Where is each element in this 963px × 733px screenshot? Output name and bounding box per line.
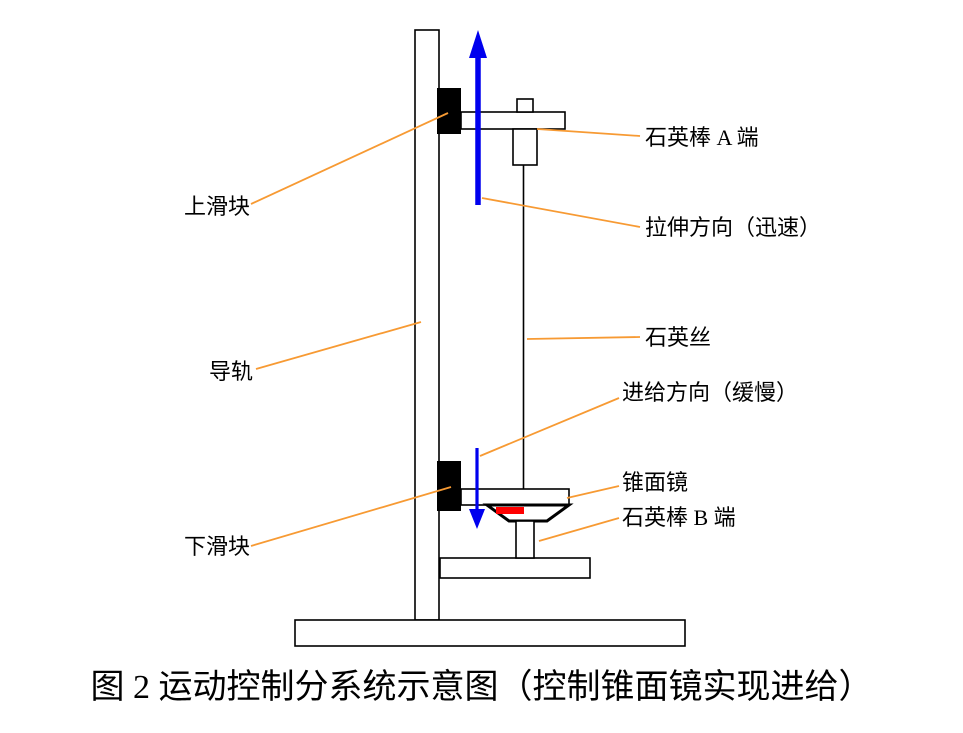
label-cone-mirror: 锥面镜 <box>622 470 689 495</box>
cone-mirror-red-marker <box>496 507 524 514</box>
label-stretch-direction: 拉伸方向（迅速） <box>645 215 822 240</box>
label-feed-direction: 进给方向（缓慢） <box>622 380 799 405</box>
quartz-rod-a-segment <box>512 128 538 166</box>
rod-a-top-cap <box>516 98 534 113</box>
label-quartz-fiber: 石英丝 <box>645 325 712 350</box>
label-lower-slider: 下滑块 <box>183 534 250 559</box>
label-rail: 导轨 <box>208 359 253 384</box>
leader-line-upper-slider <box>250 112 449 205</box>
feed-arrow-head <box>469 509 485 529</box>
stretch-arrow-head <box>469 30 487 58</box>
rail-column <box>414 29 440 621</box>
lower-slider-block <box>437 461 461 511</box>
leader-line-stretch-direction <box>481 197 641 228</box>
leader-line-rail <box>255 321 422 370</box>
leader-line-lower-slider <box>250 486 452 547</box>
label-upper-slider: 上滑块 <box>183 194 250 219</box>
leader-line-quartz-rod-b <box>538 517 620 542</box>
leader-line-quartz-fiber <box>526 336 641 340</box>
quartz-rod-b-segment <box>515 520 535 559</box>
leader-line-cone-mirror <box>566 485 620 499</box>
leader-line-quartz-rod-a <box>536 128 641 137</box>
label-quartz-rod-a: 石英棒 A 端 <box>645 125 759 150</box>
leader-line-feed-direction <box>479 397 620 457</box>
figure-caption: 图 2 运动控制分系统示意图（控制锥面镜实现进给） <box>90 669 873 706</box>
upper-slider-block <box>437 88 461 134</box>
lower-platform <box>439 557 591 579</box>
base-plate <box>294 619 686 647</box>
label-quartz-rod-b: 石英棒 B 端 <box>622 505 736 530</box>
